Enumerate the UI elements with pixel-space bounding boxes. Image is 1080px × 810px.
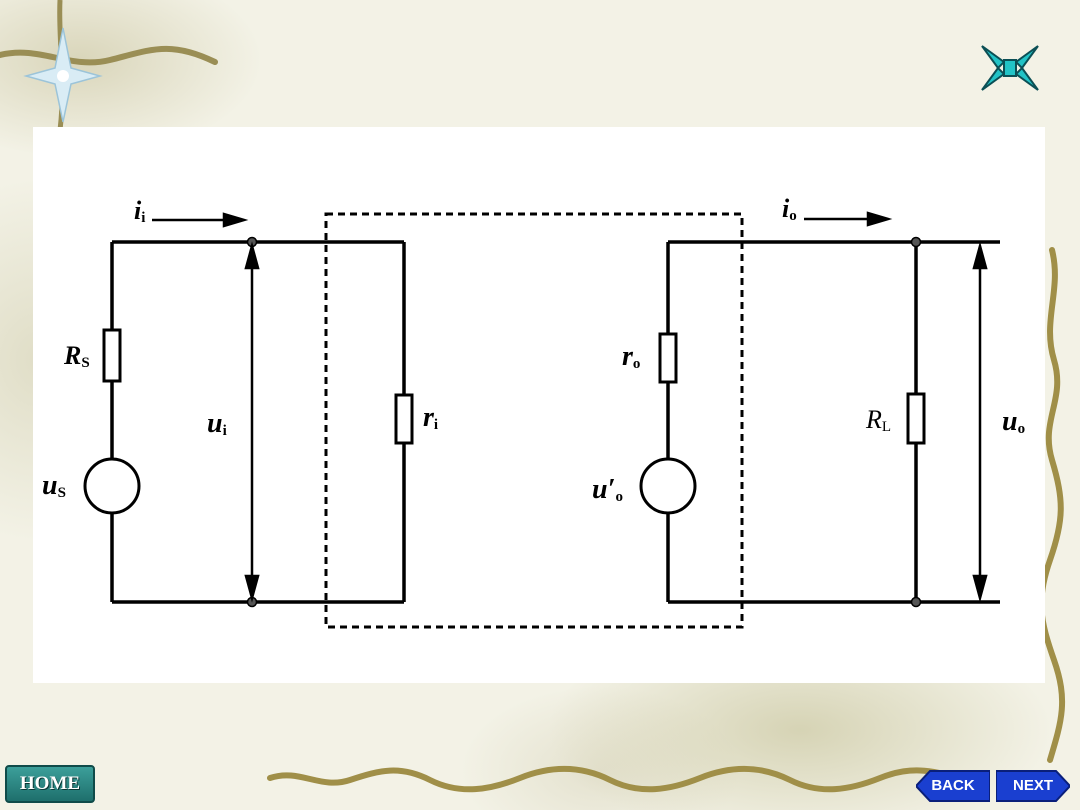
next-arrow-icon: [995, 770, 1072, 802]
us-source: [83, 457, 141, 515]
uo-prime-source: [639, 457, 697, 515]
rs-resistor: [102, 328, 122, 383]
star-ornament-icon: [23, 27, 103, 123]
next-label: NEXT: [1012, 777, 1053, 794]
ri-resistor: [394, 393, 414, 445]
label-ri: ri: [423, 402, 439, 433]
home-button[interactable]: HOME: [5, 765, 95, 803]
label-output-current: io: [782, 194, 797, 224]
label-input-current: ii: [134, 196, 146, 226]
label-uo-prime: u′o: [592, 474, 623, 505]
label-ui: ui: [207, 408, 227, 439]
label-ro: ro: [622, 341, 641, 372]
label-us: uS: [42, 470, 66, 501]
next-button[interactable]: NEXT: [995, 770, 1072, 802]
rl-resistor: [906, 392, 926, 445]
label-rs: RS: [64, 341, 90, 371]
close-arrows-icon[interactable]: [978, 42, 1042, 94]
ro-resistor: [658, 332, 678, 384]
label-uo: uo: [1002, 406, 1026, 437]
back-label: BACK: [931, 777, 975, 794]
label-rl: RL: [866, 405, 892, 435]
back-button[interactable]: BACK: [914, 770, 991, 802]
amplifier-boundary: [324, 212, 744, 629]
